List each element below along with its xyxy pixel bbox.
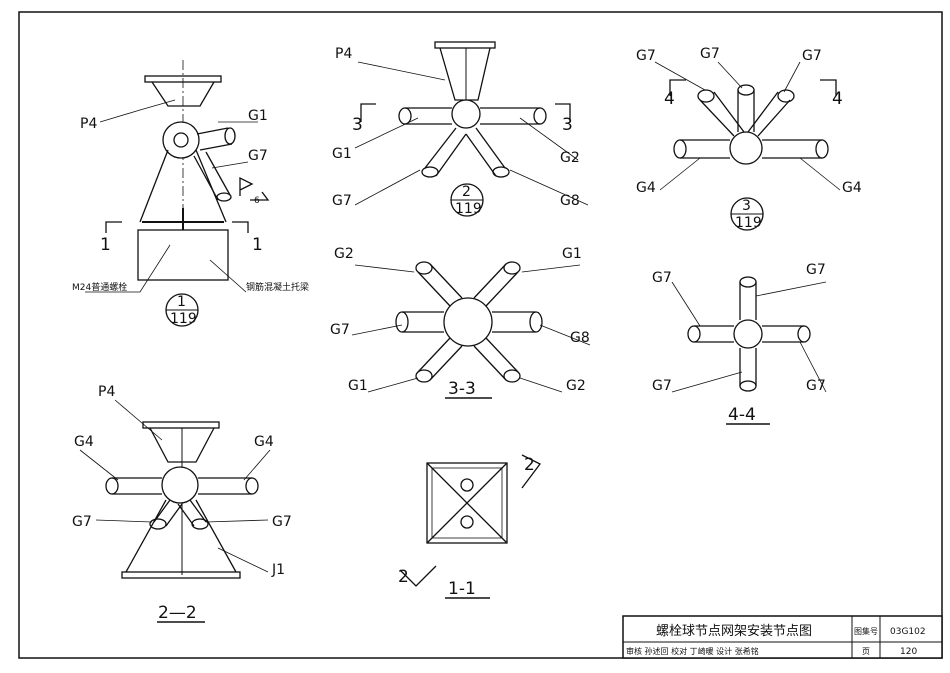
view-3-labels: G7 G7 G7 G4 G4 4 4 3 119: [636, 46, 862, 231]
view-1-1-section: [399, 454, 541, 599]
ref-sheet: 119: [170, 311, 197, 327]
label-g1: G1: [332, 146, 352, 162]
detail-ref-2: 2 119: [450, 183, 484, 217]
label-g7-a: G7: [636, 48, 656, 64]
label-g7: G7: [332, 193, 352, 209]
label-g7-b: G7: [272, 514, 292, 530]
weld-size: 6: [254, 196, 260, 206]
ref-sheet: 119: [455, 201, 482, 217]
cut-4-left: 4: [664, 89, 675, 109]
page-label: 页: [862, 647, 870, 656]
atlas-label: 图集号: [854, 626, 878, 636]
view-3-3-section: [351, 261, 591, 399]
title-block: 螺栓球节点网架安装节点图 图集号 03G102 审核 孙述回 校对 丁崎暖 设计…: [622, 615, 943, 659]
caption-1-1: 1-1: [448, 579, 476, 599]
caption-2-2: 2—2: [158, 603, 197, 623]
label-g7: G7: [330, 322, 350, 338]
label-g1: G1: [248, 108, 268, 124]
view-1-labels: P4 G1 G7 6 1 1 M24普通螺栓 钢筋混凝土托梁 1 119: [72, 108, 309, 327]
cut-1-right: 1: [252, 235, 263, 255]
cut-4-right: 4: [832, 89, 843, 109]
view-3-elevation: [654, 61, 841, 191]
label-g7-a: G7: [652, 270, 672, 286]
cut-3-right: 3: [562, 115, 573, 135]
label-g8: G8: [570, 330, 590, 346]
ref-num: 2: [462, 184, 471, 200]
label-g7-a: G7: [72, 514, 92, 530]
label-g4-b: G4: [254, 434, 274, 450]
cut-2-top: 2: [524, 455, 535, 475]
label-g8: G8: [560, 193, 580, 209]
cut-1-left: 1: [100, 235, 111, 255]
label-g7-d: G7: [806, 378, 826, 394]
label-g4-a: G4: [636, 180, 656, 196]
view-2-2-labels: P4 G4 G4 G7 G7 J1 2—2: [72, 384, 292, 623]
view-2-2-section: [79, 399, 271, 623]
view-1-elevation: [85, 60, 270, 293]
sheet-border: [18, 11, 943, 659]
label-g2-a: G2: [334, 246, 354, 262]
caption-4-4: 4-4: [728, 405, 756, 425]
label-p4: P4: [80, 116, 97, 132]
label-g7-c: G7: [802, 48, 822, 64]
cut-3-left: 3: [352, 115, 363, 135]
view-4-4-section: [671, 276, 827, 425]
view-4-4-labels: G7 G7 G7 G7 4-4: [652, 262, 826, 425]
label-g2-b: G2: [566, 378, 586, 394]
label-g1-b: G1: [348, 378, 368, 394]
view-3-3-labels: G2 G1 G7 G8 G1 G2 3-3: [330, 246, 590, 399]
label-bolt: M24普通螺栓: [72, 281, 127, 293]
label-g7-b: G7: [806, 262, 826, 278]
detail-ref-3: 3 119: [730, 197, 764, 231]
label-support: 钢筋混凝土托梁: [246, 281, 309, 293]
label-p4: P4: [98, 384, 115, 400]
ref-num: 1: [177, 294, 186, 310]
view-1-1-labels: 2 2 1-1: [398, 455, 535, 599]
view-2-elevation: [354, 41, 589, 206]
detail-ref-1: 1 119: [165, 293, 199, 327]
drawing-title: 螺栓球节点网架安装节点图: [656, 624, 812, 639]
label-j1: J1: [271, 562, 285, 578]
atlas-number: 03G102: [890, 627, 926, 637]
page-number: 120: [900, 647, 917, 657]
label-p4: P4: [335, 46, 352, 62]
ref-num: 3: [742, 198, 751, 214]
label-g7: G7: [248, 148, 268, 164]
label-g2: G2: [560, 150, 580, 166]
signature-row: 审核 孙述回 校对 丁崎暖 设计 张希铭: [626, 646, 759, 656]
caption-3-3: 3-3: [448, 379, 476, 399]
label-g4-b: G4: [842, 180, 862, 196]
label-g1-a: G1: [562, 246, 582, 262]
view-2-labels: P4 G1 G7 G2 G8 3 3 2 119: [332, 46, 580, 217]
cut-2-bottom: 2: [398, 567, 409, 587]
label-g4-a: G4: [74, 434, 94, 450]
label-g7-b: G7: [700, 46, 720, 62]
ref-sheet: 119: [735, 215, 762, 231]
label-g7-c: G7: [652, 378, 672, 394]
